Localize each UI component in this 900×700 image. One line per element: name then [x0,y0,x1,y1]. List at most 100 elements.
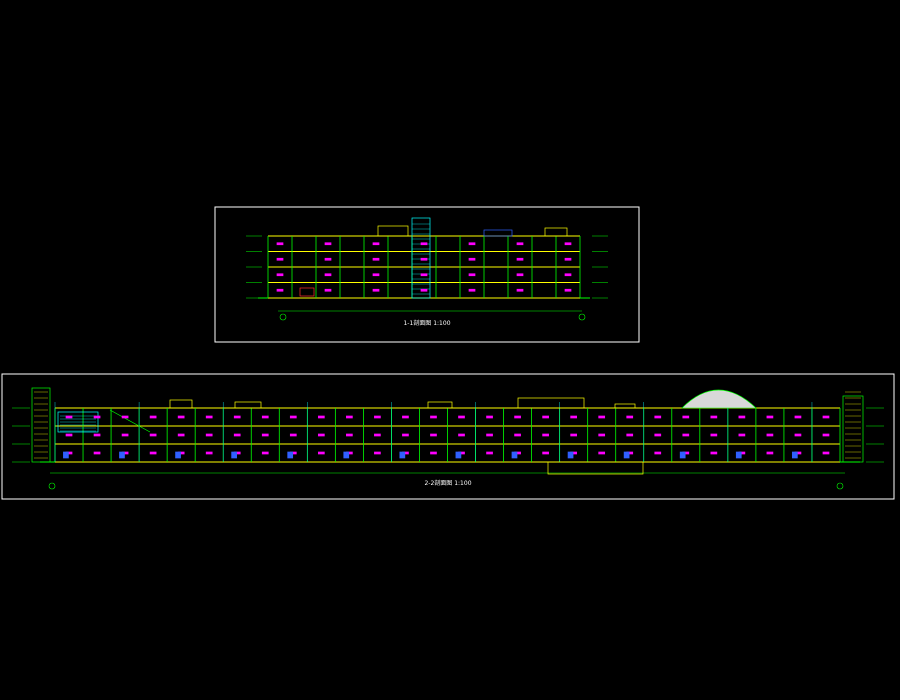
grid-bubble-left [48,482,56,490]
room-label-mark [65,415,73,419]
section-2-2-title-text: 2-2剖面图 [424,480,453,487]
roof-plant-room [377,225,409,237]
room-label-mark [570,415,578,419]
room-label-mark [430,451,437,455]
stair-core [411,217,431,299]
room-label-mark [710,415,718,419]
room-label-mark [542,415,549,419]
roof-parapet-block [234,401,262,409]
grid-bubble-left [279,313,287,321]
room-label-mark [233,415,241,419]
room-label-mark [324,242,332,246]
section-1-1-sheet[interactable] [214,206,640,343]
room-label-mark [177,415,185,419]
room-label-mark [420,288,428,292]
room-label-mark [276,257,284,261]
room-label-mark [372,242,380,246]
room-label-mark [149,415,157,419]
room-label-mark [794,415,802,419]
roof-parapet-block [169,399,193,409]
room-label-mark [766,433,774,437]
room-label-mark [420,242,428,246]
room-label-mark [324,288,332,292]
roof-parapet-block [614,403,636,409]
room-label-mark [738,415,746,419]
room-label-mark [766,451,774,455]
glazing-panel [287,451,294,459]
room-label-mark [738,433,746,437]
room-label-mark [177,433,185,437]
room-label-mark [598,451,606,455]
room-label-mark [93,451,101,455]
room-label-mark [468,288,476,292]
room-label-mark [402,415,409,419]
room-label-mark [542,451,549,455]
room-label-mark [654,433,662,437]
glazing-panel [679,451,686,459]
room-label-mark [374,433,381,437]
glazing-panel [119,451,125,459]
room-label-mark [346,433,353,437]
section-2-2-scale-text: 1:100 [454,480,472,487]
room-label-mark [516,273,524,277]
room-label-mark [372,257,380,261]
stair-tower-left [31,387,51,463]
section-2-2-sheet[interactable] [1,373,895,500]
glazing-panel [791,451,798,459]
room-label-mark [626,415,634,419]
section-1-1-title-text: 1-1剖面图 [403,320,432,327]
glazing-panel [735,451,742,459]
section-2-2-drawing [12,387,884,490]
room-label-mark [289,433,297,437]
room-label-mark [93,433,101,437]
room-label-mark [564,273,572,277]
room-label-mark [420,273,428,277]
glazing-panel [231,451,237,459]
room-label-mark [430,415,437,419]
room-label-mark [598,433,606,437]
room-label-mark [564,242,572,246]
room-label-mark [822,433,830,437]
room-label-mark [149,451,157,455]
room-label-mark [324,273,332,277]
glazing-panel [175,451,181,459]
room-label-mark [205,451,213,455]
roof-parapet-block [427,401,453,409]
ramp-line [109,409,151,433]
room-label-mark [458,415,465,419]
room-label-mark [93,415,101,419]
room-label-mark [261,415,269,419]
room-label-mark [317,433,325,437]
stair-tower-right [842,395,864,463]
room-label-mark [261,433,269,437]
auditorium-block [57,411,99,433]
room-label-mark [794,433,802,437]
section-2-2-title: 2-2剖面图 1:100 [424,478,471,487]
room-label-mark [276,242,284,246]
entrance-marker [299,287,315,297]
room-label-mark [468,242,476,246]
section-1-1-title: 1-1剖面图 1:100 [403,318,450,327]
room-label-mark [516,242,524,246]
room-label-mark [516,288,524,292]
room-label-mark [233,433,241,437]
room-label-mark [372,273,380,277]
room-label-mark [486,451,493,455]
glazing-panel [63,451,69,459]
room-label-mark [766,415,774,419]
roof-parapet-block [544,227,568,237]
room-label-mark [324,257,332,261]
room-label-mark [570,433,578,437]
room-label-mark [289,415,297,419]
glazing-panel [511,451,518,459]
roof-parapet-block [517,397,585,409]
room-label-mark [654,451,662,455]
room-label-mark [626,433,634,437]
room-label-mark [564,257,572,261]
basement-block [547,461,644,475]
section-1-1-frame [214,206,640,343]
section-1-1-scale-text: 1:100 [433,320,451,327]
room-label-mark [402,433,409,437]
roof-dome [681,389,757,409]
